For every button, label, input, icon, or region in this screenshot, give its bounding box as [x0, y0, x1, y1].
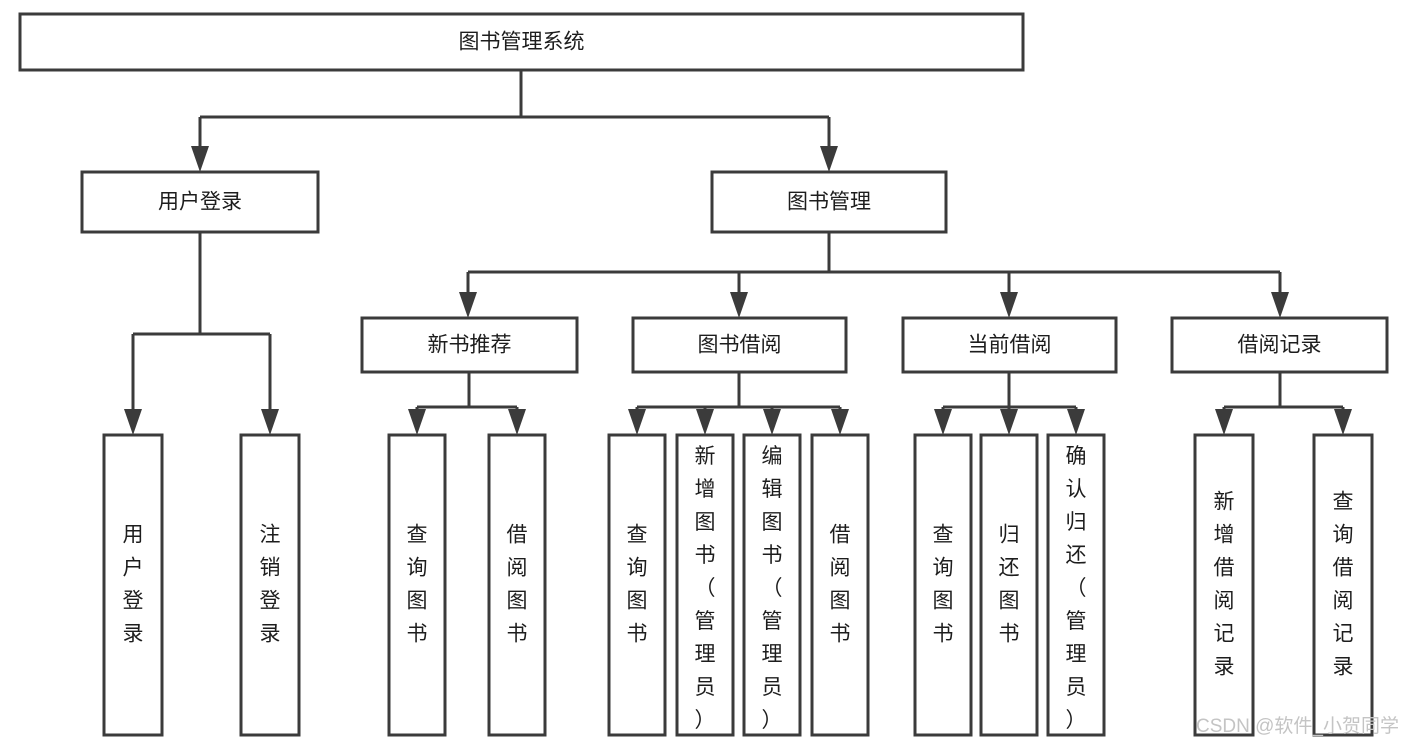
node-leaf-query-borrow-record[interactable]: 查询借阅记录 [1312, 433, 1374, 737]
node-label-leaf-query-book-borrow: 查询图书 [627, 523, 648, 645]
connector-layer [124, 70, 1352, 435]
arrow-icon-recommend_to_leaves-0 [408, 409, 426, 435]
node-leaf-user-login[interactable]: 用户登录 [102, 433, 164, 737]
node-box-leaf-query-borrow-record[interactable] [1312, 433, 1374, 737]
node-label-leaf-borrow-book: 借阅图书 [830, 523, 851, 645]
arrow-icon-current_to_leaves-0 [934, 409, 952, 435]
node-new-book-recommend[interactable]: 新书推荐 [360, 316, 579, 374]
arrow-icon-current_to_leaves-2 [1067, 409, 1085, 435]
arrow-icon-book_manage_to_level3-0 [459, 292, 477, 318]
arrow-icon-book_manage_to_level3-2 [1000, 292, 1018, 318]
node-current-borrow[interactable]: 当前借阅 [901, 316, 1118, 374]
node-box-leaf-confirm-return[interactable] [1046, 433, 1106, 737]
node-box-leaf-add-book[interactable] [675, 433, 735, 737]
node-label-leaf-query-book-current: 查询图书 [933, 523, 954, 645]
node-box-leaf-borrow-book[interactable] [810, 433, 870, 737]
node-label-leaf-confirm-return: 确认归还（管理员） [1066, 445, 1087, 732]
node-label-leaf-query-borrow-record: 查询借阅记录 [1333, 490, 1354, 678]
node-label-borrow-record: 借阅记录 [1238, 334, 1322, 357]
arrow-icon-root_to_level2-0 [191, 146, 209, 172]
node-label-root: 图书管理系统 [459, 31, 585, 54]
node-book-manage[interactable]: 图书管理 [710, 170, 948, 234]
node-box-user-login[interactable] [80, 170, 320, 234]
arrow-icon-record_to_leaves-0 [1215, 409, 1233, 435]
node-leaf-query-book-borrow[interactable]: 查询图书 [607, 433, 667, 737]
node-label-book-manage: 图书管理 [787, 191, 871, 214]
node-box-leaf-edit-book[interactable] [742, 433, 802, 737]
node-leaf-borrow-book-recommend[interactable]: 借阅图书 [487, 433, 547, 737]
node-box-leaf-query-book-recommend[interactable] [387, 433, 447, 737]
node-leaf-confirm-return[interactable]: 确认归还（管理员） [1046, 433, 1106, 737]
node-box-leaf-user-logout[interactable] [239, 433, 301, 737]
node-box-leaf-user-login[interactable] [102, 433, 164, 737]
arrow-icon-user_login_to_leaves-0 [124, 409, 142, 435]
node-label-leaf-query-book-recommend: 查询图书 [407, 523, 428, 645]
node-leaf-query-book-current[interactable]: 查询图书 [913, 433, 973, 737]
node-label-leaf-add-borrow-record: 新增借阅记录 [1214, 490, 1235, 678]
node-book-borrow[interactable]: 图书借阅 [631, 316, 848, 374]
node-box-leaf-add-borrow-record[interactable] [1193, 433, 1255, 737]
arrow-icon-book_manage_to_level3-1 [730, 292, 748, 318]
arrow-icon-record_to_leaves-1 [1334, 409, 1352, 435]
arrow-icon-book_manage_to_level3-3 [1271, 292, 1289, 318]
arrow-icon-borrow_to_leaves-2 [763, 409, 781, 435]
arrow-icon-current_to_leaves-1 [1000, 409, 1018, 435]
node-leaf-edit-book[interactable]: 编辑图书（管理员） [742, 433, 802, 737]
node-box-book-borrow[interactable] [631, 316, 848, 374]
node-label-leaf-add-book: 新增图书（管理员） [695, 445, 716, 732]
node-box-current-borrow[interactable] [901, 316, 1118, 374]
node-label-leaf-return-book: 归还图书 [999, 523, 1020, 645]
node-borrow-record[interactable]: 借阅记录 [1170, 316, 1389, 374]
node-box-root[interactable] [18, 12, 1025, 72]
node-root[interactable]: 图书管理系统 [18, 12, 1025, 72]
node-leaf-query-book-recommend[interactable]: 查询图书 [387, 433, 447, 737]
node-label-leaf-edit-book: 编辑图书（管理员） [762, 445, 783, 732]
node-box-new-book-recommend[interactable] [360, 316, 579, 374]
node-leaf-user-logout[interactable]: 注销登录 [239, 433, 301, 737]
node-box-borrow-record[interactable] [1170, 316, 1389, 374]
node-box-leaf-query-book-current[interactable] [913, 433, 973, 737]
arrow-icon-borrow_to_leaves-3 [831, 409, 849, 435]
node-label-leaf-borrow-book-recommend: 借阅图书 [507, 523, 528, 645]
arrow-icon-borrow_to_leaves-1 [696, 409, 714, 435]
node-box-leaf-query-book-borrow[interactable] [607, 433, 667, 737]
node-user-login[interactable]: 用户登录 [80, 170, 320, 234]
node-leaf-add-book[interactable]: 新增图书（管理员） [675, 433, 735, 737]
node-leaf-return-book[interactable]: 归还图书 [979, 433, 1039, 737]
csdn-watermark: CSDN @软件_小贺同学 [1196, 715, 1399, 737]
arrow-icon-borrow_to_leaves-0 [628, 409, 646, 435]
node-label-book-borrow: 图书借阅 [698, 334, 782, 357]
arrow-icon-recommend_to_leaves-1 [508, 409, 526, 435]
node-label-leaf-user-login: 用户登录 [123, 523, 144, 645]
node-leaf-borrow-book[interactable]: 借阅图书 [810, 433, 870, 737]
arrow-icon-user_login_to_leaves-1 [261, 409, 279, 435]
node-label-current-borrow: 当前借阅 [968, 334, 1052, 357]
node-box-leaf-return-book[interactable] [979, 433, 1039, 737]
node-label-new-book-recommend: 新书推荐 [428, 334, 512, 357]
node-leaf-add-borrow-record[interactable]: 新增借阅记录 [1193, 433, 1255, 737]
node-label-user-login: 用户登录 [158, 191, 242, 214]
node-label-leaf-user-logout: 注销登录 [260, 523, 281, 645]
node-box-leaf-borrow-book-recommend[interactable] [487, 433, 547, 737]
arrow-icon-root_to_level2-1 [820, 146, 838, 172]
node-layer: 图书管理系统用户登录图书管理新书推荐图书借阅当前借阅借阅记录用户登录注销登录查询… [18, 12, 1389, 737]
node-box-book-manage[interactable] [710, 170, 948, 234]
